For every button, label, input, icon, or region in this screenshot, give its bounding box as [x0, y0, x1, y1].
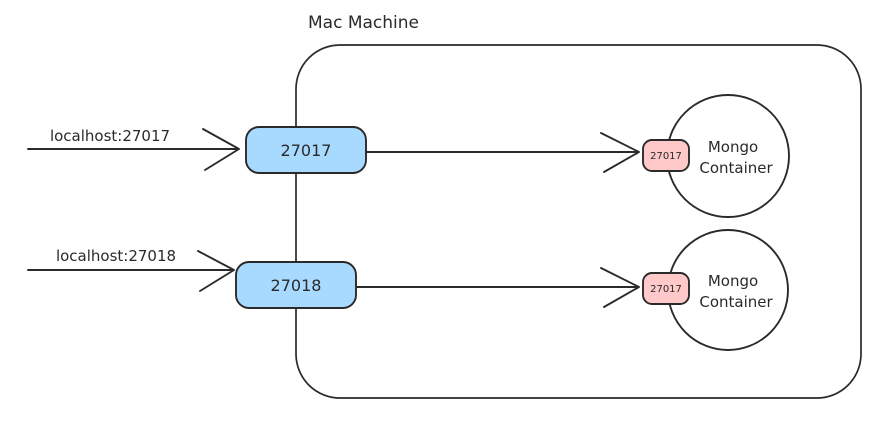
mongo-container-1-port-label: 27017: [650, 151, 682, 162]
port-mapping-arrow-1-arrowhead: [600, 132, 640, 173]
port-mapping-arrow-2: [356, 267, 640, 308]
external-connection-1-label: localhost:27017: [50, 127, 170, 145]
port-mapping-arrow-1: [366, 132, 640, 173]
mongo-container-2-port-box: [642, 272, 690, 305]
mongo-container-1-name-line2: Container: [699, 159, 773, 177]
mongo-container-1-port-box: [642, 139, 690, 172]
host-port-2-label: 27018: [271, 276, 322, 295]
host-port-1-box: [245, 126, 367, 174]
external-connection-1: localhost:27017: [27, 127, 240, 171]
mac-machine-outline: [295, 44, 862, 399]
mongo-container-2-port-label: 27017: [650, 284, 682, 295]
mongo-container-2-name-line1: Mongo: [708, 272, 758, 290]
host-port-1-label: 27017: [281, 141, 332, 160]
mac-machine-title: Mac Machine: [308, 13, 419, 33]
mongo-container-2-name-line2: Container: [699, 293, 773, 311]
host-port-1: 27017: [245, 126, 367, 174]
external-connection-2-arrowhead: [197, 250, 235, 292]
mongo-container-2: Mongo Container 27017: [642, 229, 789, 351]
external-connection-2-label: localhost:27018: [56, 247, 176, 265]
mongo-container-1: Mongo Container 27017: [642, 94, 790, 218]
host-port-2: 27018: [235, 261, 357, 309]
host-port-2-box: [235, 261, 357, 309]
mongo-container-1-name-line1: Mongo: [708, 138, 758, 156]
external-connection-1-arrowhead: [202, 128, 240, 171]
port-mapping-arrow-2-arrowhead: [600, 267, 640, 308]
external-connection-2: localhost:27018: [27, 247, 235, 292]
